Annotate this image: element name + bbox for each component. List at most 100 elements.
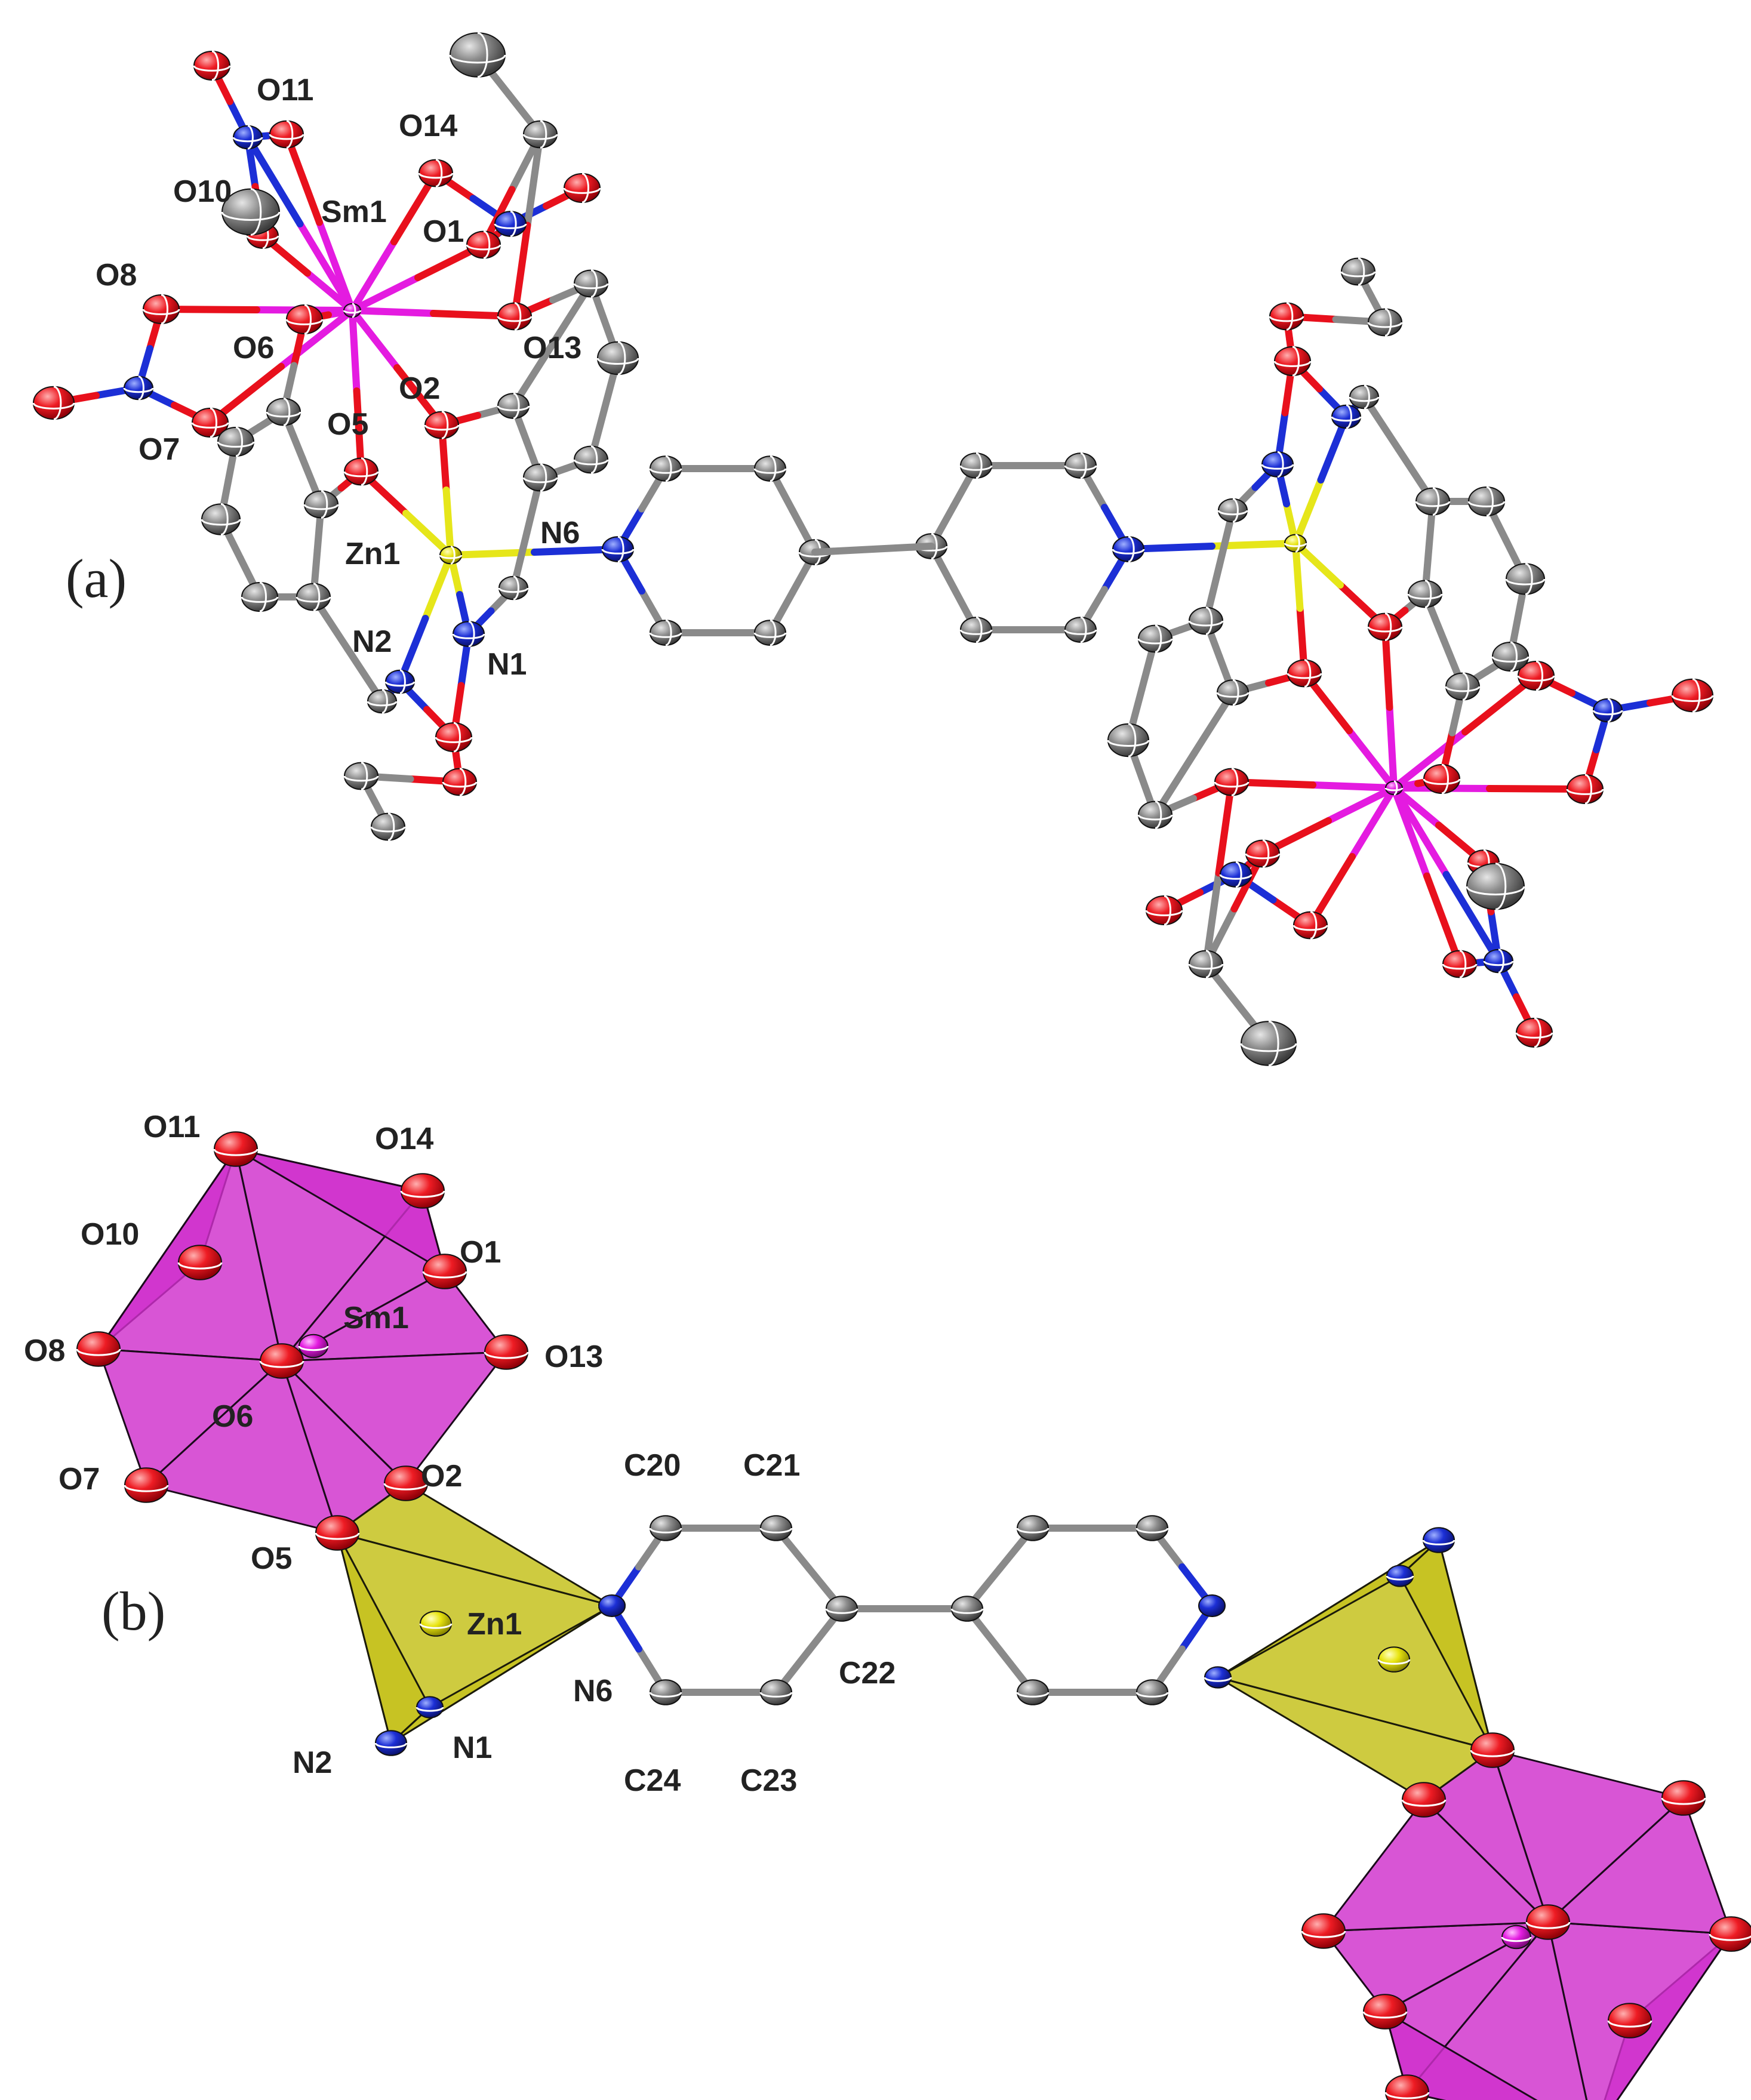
a-left-atom-C23 xyxy=(754,620,786,646)
b-right-atom-ring xyxy=(1301,1930,1346,1938)
a-right-atom-C20 xyxy=(1064,617,1097,643)
a-left-atom-C2 xyxy=(217,427,254,457)
a-right-atom-ring xyxy=(1384,612,1392,641)
a-left-atom-ring xyxy=(573,283,609,290)
a-right-atom-C_et2 xyxy=(1341,257,1375,286)
a-right-atom-C_et1 xyxy=(1368,308,1402,337)
a-left-atom-ring xyxy=(563,187,601,194)
b-right-atom-ring xyxy=(1470,1750,1515,1757)
a-left-atom-ring xyxy=(303,504,339,510)
a-left-atom-ring xyxy=(590,269,598,298)
panel-b-polyhedral-view xyxy=(76,1131,1751,2100)
label-a-Zn1: Zn1 xyxy=(345,537,400,571)
label-a-O6: O6 xyxy=(233,331,274,365)
label-b-N6: N6 xyxy=(573,1674,613,1708)
a-left-atom-ring xyxy=(343,310,362,314)
b-left-sm-face xyxy=(279,1351,509,1485)
a-right-atom-ring xyxy=(959,465,993,471)
b-atom-ring xyxy=(759,1528,793,1534)
label-a-O14: O14 xyxy=(399,109,457,143)
a-left-atom-ring xyxy=(296,596,331,603)
label-a-N1: N1 xyxy=(487,647,527,682)
a-right-atom-ring xyxy=(1367,322,1403,328)
a-right-atom-ring xyxy=(975,616,983,643)
a-right-atom-C21 xyxy=(960,617,992,643)
label-a-O5: O5 xyxy=(327,407,368,442)
a-right-atom-N1 xyxy=(1261,451,1294,478)
a-left-atom-ring xyxy=(522,477,558,484)
panel-b-bipyridine xyxy=(598,1515,1226,1705)
a-left-atom-O_et1 xyxy=(435,722,472,752)
a-left-bond xyxy=(402,510,454,559)
a-left-atom-C7 xyxy=(574,269,608,298)
a-left-atom-ring xyxy=(441,411,449,439)
a-left-atom-O11 xyxy=(269,120,304,149)
b-right-atom-O2 xyxy=(1402,1782,1446,1818)
a-left-atom-ring xyxy=(241,596,279,603)
b-left-atom-O7 xyxy=(124,1467,168,1503)
a-left-atom-ring xyxy=(540,120,547,149)
a-left-atom-ring xyxy=(343,471,379,478)
label-b-C22: C22 xyxy=(839,1656,895,1691)
label-b-O7: O7 xyxy=(59,1462,100,1497)
b-left-atoms xyxy=(76,1131,626,1756)
label-b-O2: O2 xyxy=(421,1459,462,1494)
panel-a-label: (a) xyxy=(66,548,127,609)
a-right-atom-C5 xyxy=(1415,487,1450,516)
a-left-atom-ring xyxy=(665,619,672,646)
a-right-atom-ring xyxy=(1384,787,1404,792)
a-right-atom-C6 xyxy=(1408,580,1442,608)
a-right-atom-ring xyxy=(1393,780,1398,796)
a-left-atom-ring xyxy=(601,549,635,555)
a-right-atom-C11 xyxy=(1217,679,1249,706)
a-left-atom-ring xyxy=(123,387,154,393)
a-right-atom-ring xyxy=(1495,863,1507,910)
a-right-atom-ring xyxy=(1064,629,1097,635)
a-right-atom-C_me1 xyxy=(1466,863,1525,910)
a-right-atom-C_me2 xyxy=(1241,1021,1297,1066)
a-left-atom-O13 xyxy=(497,302,532,331)
a-right-atom-ring xyxy=(1467,501,1506,507)
a-right-atom-Sm1 xyxy=(1385,780,1403,796)
a-right-bond xyxy=(1215,778,1235,877)
a-left-atom-ring xyxy=(649,632,682,638)
label-b-O5: O5 xyxy=(251,1541,292,1576)
a-right-atom-ring xyxy=(1584,774,1592,805)
a-left-bond xyxy=(511,221,531,320)
b-right-atom-ring xyxy=(1501,1936,1532,1942)
b-right-atom-O10 xyxy=(1608,2003,1652,2039)
b-right-atom-ring xyxy=(1204,1677,1232,1682)
a-right-atom-ring xyxy=(1232,498,1239,523)
a-left-atom-C3 xyxy=(201,503,241,535)
a-right-atom-ring xyxy=(1423,778,1461,785)
a-left-atom-ring xyxy=(247,125,254,150)
b-atom-C20b xyxy=(1136,1515,1168,1541)
a-right-atom-ring xyxy=(1145,910,1183,916)
a-left-atom-O14 xyxy=(418,159,453,187)
label-b-C21: C21 xyxy=(743,1448,800,1483)
a-left-atom-C10 xyxy=(523,463,558,492)
b-right-atom-O6 xyxy=(1526,1904,1570,1940)
b-left-atom-ring xyxy=(400,1190,445,1198)
a-right-atom-ring xyxy=(1607,698,1614,723)
label-a-O10: O10 xyxy=(173,174,232,209)
b-right-atom-ring xyxy=(1422,1539,1455,1545)
b-left-atom-ring xyxy=(213,1148,259,1156)
a-right-bond xyxy=(1423,872,1463,968)
a-left-atom-ring xyxy=(161,294,168,325)
a-left-atom-C8 xyxy=(597,341,639,375)
label-a-O2: O2 xyxy=(399,371,440,406)
a-left-atom-ring xyxy=(483,230,491,259)
a-left-atom-ring xyxy=(513,575,519,601)
a-right-atom-ring xyxy=(1346,404,1352,429)
a-right-atom-ring xyxy=(1304,659,1312,688)
panel-b-label: (b) xyxy=(101,1581,165,1642)
a-left-atom-ring xyxy=(753,468,787,474)
a-left-atom-O5 xyxy=(344,457,378,486)
b-left-sm-polyhedron xyxy=(97,1147,509,1535)
b-atom-ring xyxy=(649,1692,682,1698)
a-left-bond xyxy=(524,131,544,229)
a-left-atom-ring xyxy=(510,210,517,238)
a-left-atom-N1n xyxy=(494,211,527,237)
a-right-bond xyxy=(1325,784,1398,824)
